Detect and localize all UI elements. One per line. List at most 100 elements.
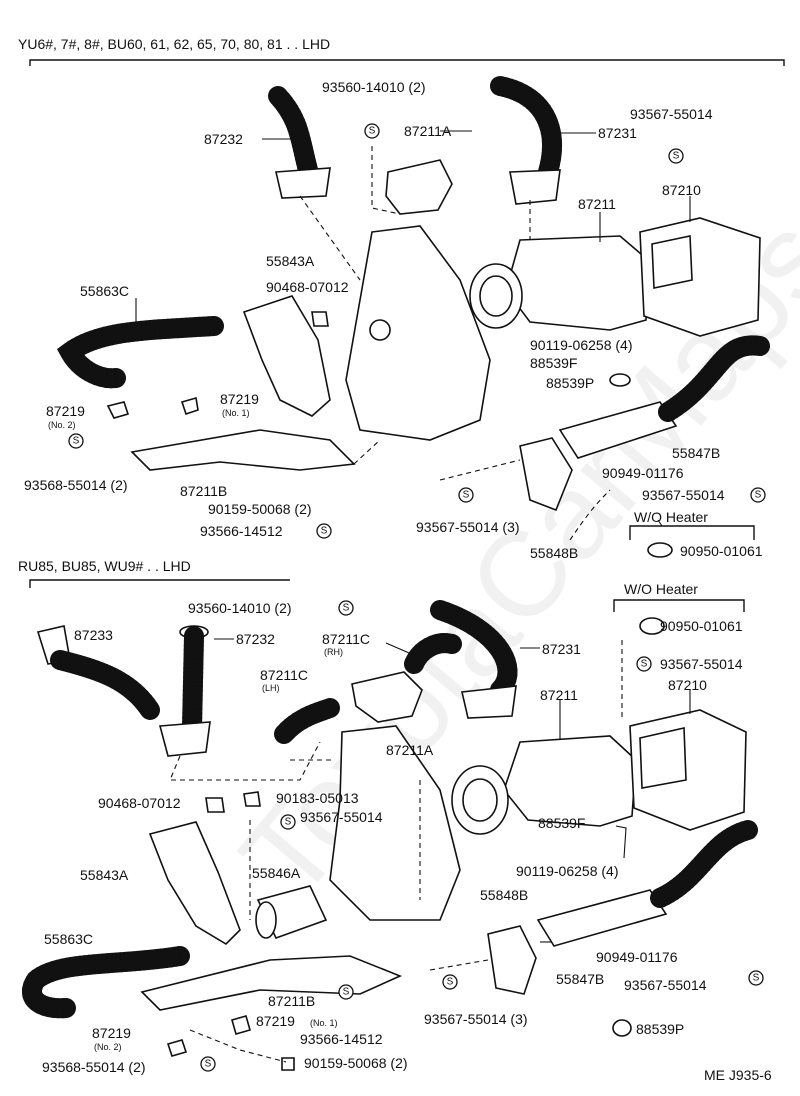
clip-87219-no2-s1	[106, 401, 130, 419]
central-housing-s2	[329, 725, 461, 921]
vent-55848B-s2	[487, 925, 537, 995]
vent-55848B	[519, 437, 573, 512]
duct-87211B-s2	[140, 955, 403, 1011]
svg-text:S: S	[343, 603, 350, 614]
label-55863C-s2: 55863C	[44, 931, 93, 947]
label-90159-50068: 90159-50068 (2)	[208, 501, 312, 517]
section2-title: RU85, BU85, WU9# . . LHD	[18, 558, 191, 574]
svg-text:S: S	[463, 490, 470, 501]
svg-text:S: S	[753, 973, 760, 984]
label-90183-05013: 90183-05013	[276, 790, 359, 806]
label-90950-01061-s2: 90950-01061	[660, 618, 743, 634]
duct-87211-s2	[451, 735, 637, 835]
label-87219-no1-sub: (No. 1)	[222, 408, 250, 418]
label-87233: 87233	[74, 627, 113, 643]
s-symbol: S	[316, 523, 332, 539]
s-symbol: S	[458, 487, 474, 503]
label-93567-55014-right-s2: 93567-55014	[624, 977, 707, 993]
box-87210	[639, 217, 761, 337]
duct-87211B	[130, 429, 356, 471]
svg-text:S: S	[673, 151, 680, 162]
s-symbol: S	[750, 487, 766, 503]
label-87219-no2: 87219	[46, 403, 85, 419]
hose-87231	[490, 76, 562, 205]
clip-90468-s2	[205, 797, 225, 813]
label-93567-55014-top-s2: 93567-55014	[660, 656, 743, 672]
hose-87233	[36, 625, 160, 720]
label-87231: 87231	[598, 125, 637, 141]
vent-87211A	[385, 159, 453, 215]
label-87219-no1-s2: 87219	[256, 1013, 295, 1029]
label-55847B: 55847B	[672, 445, 720, 461]
label-90468-07012-s2: 90468-07012	[98, 795, 181, 811]
pipe-88539F-s2	[615, 825, 627, 859]
bolt-90159-s2	[281, 1057, 295, 1071]
hose-87211C-rh	[404, 633, 462, 674]
s-symbol: S	[338, 600, 354, 616]
s-symbol: S	[442, 974, 458, 990]
plug-90950-s1	[647, 542, 673, 558]
s-symbol: S	[636, 656, 652, 672]
label-87219-no2-sub-s2: (No. 2)	[94, 1042, 122, 1052]
label-90119-06258-s2: 90119-06258 (4)	[516, 863, 618, 879]
clip-90183-s2	[243, 791, 261, 807]
hose-55847B	[558, 335, 770, 459]
svg-text:S: S	[205, 1059, 212, 1070]
label-93567-55014-3: 93567-55014 (3)	[416, 519, 520, 535]
label-87231-s2: 87231	[542, 641, 581, 657]
label-87219-no1: 87219	[220, 391, 259, 407]
label-88539F: 88539F	[530, 355, 577, 371]
grommet-88539P-s2	[612, 1019, 632, 1037]
hose-55863C-s2	[22, 946, 190, 1019]
s-symbol: S	[338, 984, 354, 1000]
s-symbol: S	[364, 123, 380, 139]
label-87232: 87232	[204, 131, 243, 147]
section1-bracket	[29, 59, 785, 66]
label-wo-heater-s2: W/O Heater	[624, 581, 698, 597]
label-87211C-rh: 87211C	[322, 631, 370, 647]
svg-text:S: S	[321, 526, 328, 537]
svg-text:S: S	[369, 126, 376, 137]
figure-code: ME J935-6	[704, 1067, 772, 1083]
label-87211C-lh-sub: (LH)	[262, 683, 280, 693]
clip-90468-s1	[311, 311, 329, 327]
label-wo-heater: W/O Heater	[634, 509, 708, 525]
duct-55843A-s2	[148, 821, 241, 946]
grommet-88539P-s1	[609, 373, 631, 387]
hose-87232	[268, 86, 331, 199]
label-90949-01176: 90949-01176	[602, 465, 684, 481]
clip-87219-no2-s2	[166, 1039, 188, 1057]
label-93567-55014-right: 93567-55014	[642, 487, 725, 503]
label-87211A-s2: 87211A	[386, 742, 434, 758]
central-housing	[345, 225, 491, 441]
s-symbol: S	[748, 970, 764, 986]
label-55847B-s2: 55847B	[556, 971, 604, 987]
label-93566-14512: 93566-14512	[200, 523, 283, 539]
label-90949-01176-s2: 90949-01176	[596, 949, 678, 965]
duct-55843A	[242, 295, 331, 417]
label-93567-55014-mid-s2: 93567-55014	[300, 809, 383, 825]
label-90950-01061: 90950-01061	[680, 543, 763, 559]
label-93568-55014: 93568-55014 (2)	[24, 477, 128, 493]
hose-87231-s2	[430, 600, 518, 719]
label-90119-06258: 90119-06258 (4)	[530, 337, 632, 353]
hose-55863C	[56, 316, 224, 389]
label-88539P: 88539P	[546, 375, 594, 391]
clip-87219-no1-s1	[180, 396, 199, 416]
duct-87211	[469, 235, 649, 331]
label-88539F-s2: 88539F	[538, 815, 585, 831]
label-87210-s2: 87210	[668, 677, 707, 693]
label-93567-55014-3-s2: 93567-55014 (3)	[424, 1011, 528, 1027]
label-55848B: 55848B	[530, 545, 578, 561]
svg-text:S: S	[343, 987, 350, 998]
label-55846A: 55846A	[252, 865, 301, 881]
svg-text:S: S	[447, 977, 454, 988]
label-93567-55014-top: 93567-55014	[630, 106, 713, 122]
clip-87219-no1-s2	[231, 1015, 251, 1035]
label-93568-55014-s2: 93568-55014 (2)	[42, 1059, 146, 1075]
svg-text:S: S	[73, 436, 80, 447]
label-87211B-s2: 87211B	[268, 993, 315, 1009]
label-93566-14512-s2: 93566-14512	[300, 1031, 383, 1047]
label-87232-s2: 87232	[236, 631, 275, 647]
